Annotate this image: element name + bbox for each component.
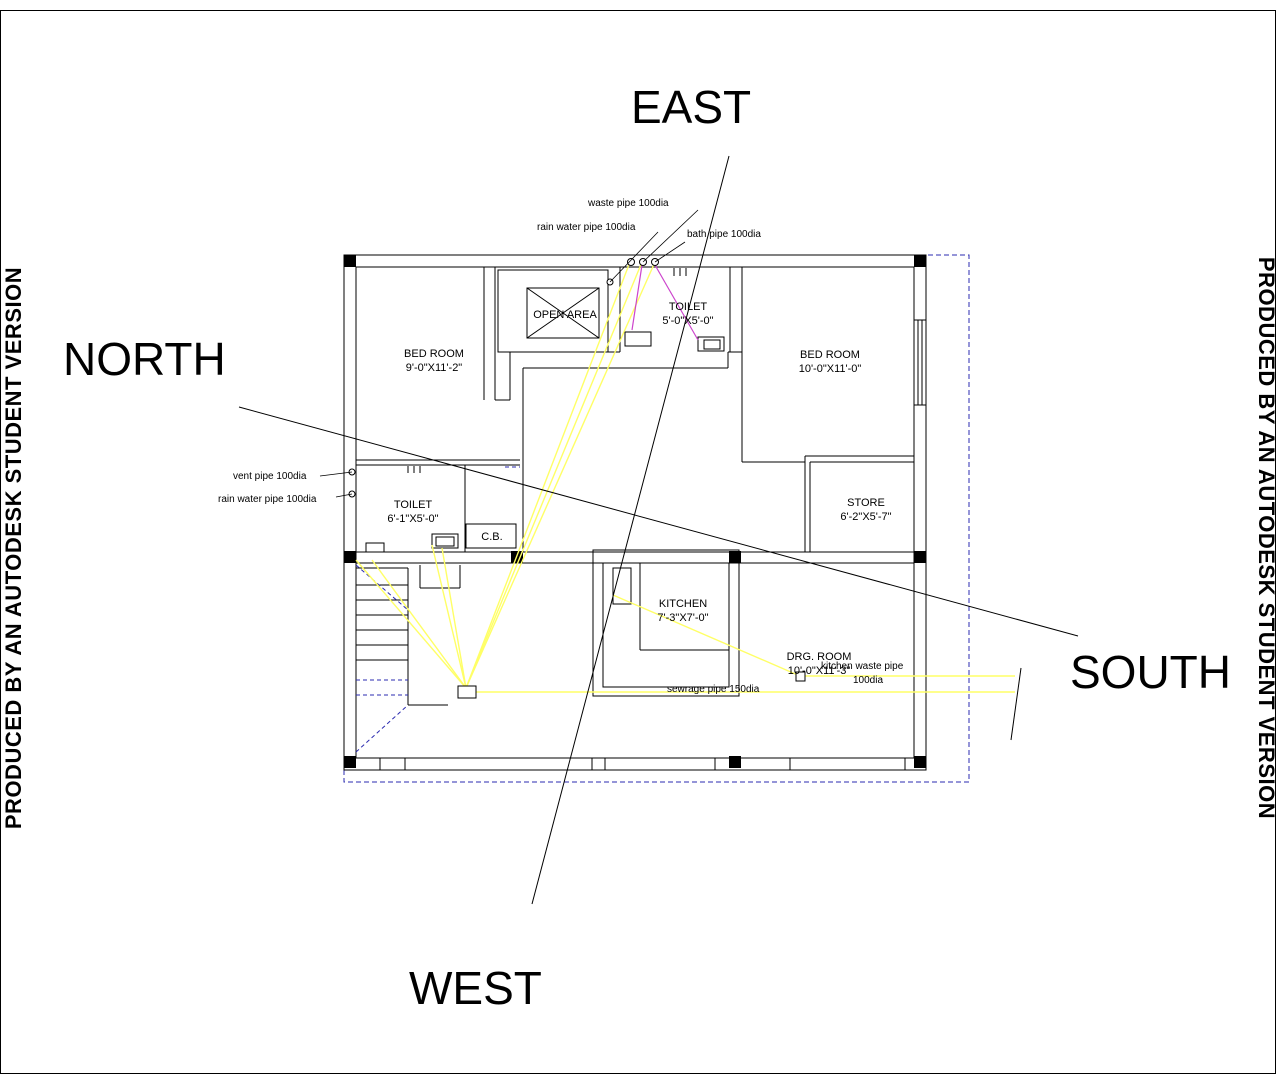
plumbing-lines: [355, 261, 1015, 693]
compass-lines: [238, 155, 1079, 905]
north-label: NORTH: [63, 333, 226, 385]
toilet-left-name: TOILET: [394, 499, 433, 511]
bedroom-left-size: 9'-0"X11'-2": [406, 362, 463, 374]
drawing-room-name: DRG. ROOM: [787, 651, 852, 663]
kitchen-size: 7'-3"X7'-0": [657, 612, 708, 624]
drawing-room-size: 10'-0"X11'-3": [788, 665, 851, 677]
sewrage-pipe-note: sewrage pipe 150dia: [667, 684, 760, 695]
kitchen-name: KITCHEN: [659, 598, 707, 610]
fixtures: [365, 268, 725, 553]
stair-lines: [355, 466, 520, 753]
kitchen-waste-pipe-note: kitchen waste pipe: [821, 661, 904, 672]
kitchen-waste-pipe-size: 100dia: [853, 675, 883, 686]
bath-pipe-line: [631, 264, 699, 341]
pipe-markers: [348, 258, 659, 498]
waste-pipe-note: waste pipe 100dia: [587, 198, 669, 209]
west-label: WEST: [409, 962, 542, 1014]
rain-water-pipe-note-left: rain water pipe 100dia: [218, 494, 317, 505]
store-name: STORE: [847, 497, 885, 509]
inspection-chambers: [457, 671, 806, 699]
open-area-label: OPEN AREA: [533, 309, 597, 321]
rain-water-pipe-note-top: rain water pipe 100dia: [537, 222, 636, 233]
toilet-top-name: TOILET: [669, 301, 708, 313]
bedroom-right-name: BED ROOM: [800, 349, 860, 361]
toilet-left-size: 6'-1"X5'-0": [387, 513, 438, 525]
room-labels: BED ROOM 9'-0"X11'-2" OPEN AREA TOILET 5…: [387, 301, 891, 677]
bedroom-right-size: 10'-0"X11'-0": [799, 363, 862, 375]
cb-label: C.B.: [481, 531, 502, 543]
bath-pipe-note: bath pipe 100dia: [687, 229, 761, 240]
leader-lines: [319, 209, 699, 498]
watermark-left: PRODUCED BY AN AUTODESK STUDENT VERSION: [1, 266, 26, 830]
south-label: SOUTH: [1070, 646, 1231, 698]
toilet-top-size: 5'-0"X5'-0": [662, 315, 713, 327]
bedroom-left-name: BED ROOM: [404, 348, 464, 360]
east-label: EAST: [631, 81, 752, 133]
drawing-frame: [0, 10, 1276, 1074]
vent-pipe-note: vent pipe 100dia: [233, 471, 307, 482]
pipe-notes: waste pipe 100dia rain water pipe 100dia…: [218, 198, 904, 695]
store-size: 6'-2"X5'-7": [840, 511, 891, 523]
walls: [343, 254, 927, 771]
watermark-right: PRODUCED BY AN AUTODESK STUDENT VERSION: [1254, 256, 1279, 820]
